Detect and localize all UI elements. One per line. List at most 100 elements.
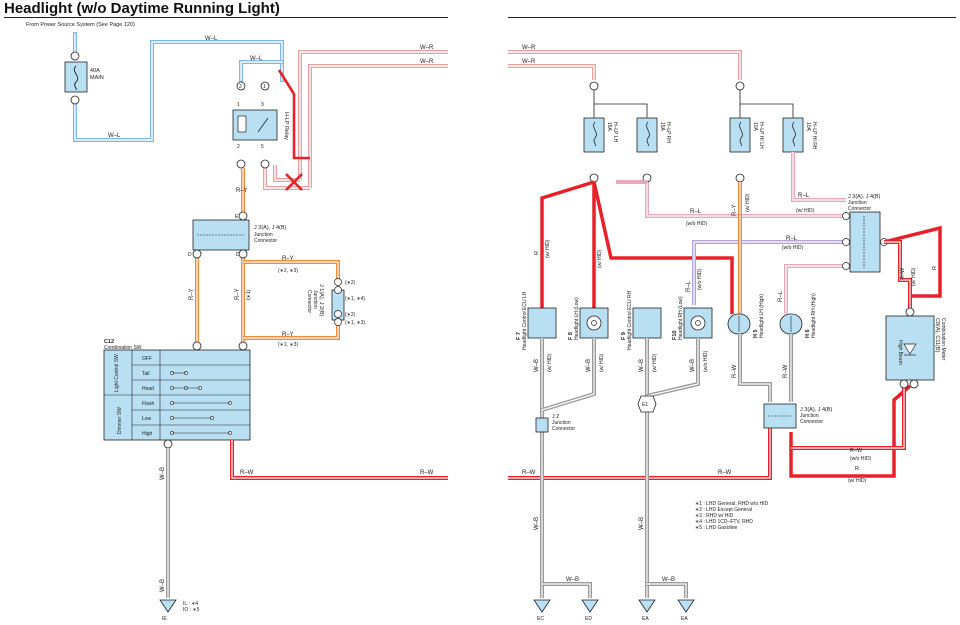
junction-connector-right-top <box>842 211 888 273</box>
wire-wr-right-top <box>508 50 742 80</box>
wire-wr-top <box>263 50 448 190</box>
comp-f10-name: Headlight RH (Low) <box>678 296 684 340</box>
wire-note-n2a: (∗2) <box>345 280 356 286</box>
wire-note-wohid-4: (w/o HID) <box>850 456 871 462</box>
ground-ie <box>159 599 177 613</box>
wire-label-rw-6: R–W <box>850 448 863 454</box>
fuse-right-2 <box>636 117 658 153</box>
wire-note-wohid-3: (w/o HID) <box>697 269 703 290</box>
wire-label-r-1: R <box>534 251 540 255</box>
junction-connector-right-mid <box>763 403 797 429</box>
main-fuse-name: MAIN <box>90 75 104 81</box>
title-underline-left <box>4 17 448 18</box>
wire-label-wl-top: W–L <box>205 36 218 42</box>
comp-h6-name: Headlight RH (High) <box>811 293 817 338</box>
jc-j2-id: J 2 <box>552 414 559 420</box>
red-cross-mark <box>285 173 303 191</box>
wire-note-n13: (∗1, ∗3) <box>278 342 298 348</box>
wire-label-rw-1: R–W <box>240 470 254 476</box>
wire-note-wohid-2: (w/o HID) <box>782 245 803 251</box>
jc-right-top-label1: Junction <box>848 200 867 206</box>
fuse-right-1 <box>583 117 605 153</box>
svg-text:5: 5 <box>261 144 264 150</box>
combo-group2: Dimmer SW <box>117 407 123 434</box>
component-f8 <box>579 307 609 339</box>
wire-label-rl-1: R–L <box>690 209 702 215</box>
svg-text:D: D <box>188 252 192 258</box>
wire-label-wb-5: W–B <box>639 359 645 372</box>
wire-label-rl-2: R–L <box>786 236 798 242</box>
wire-label-wb-8: W–B <box>639 517 645 530</box>
wire-note-n12: (∗2, ∗3) <box>278 268 298 274</box>
wire-note-whid-2: (w/ HID) <box>597 249 603 268</box>
jc-left-label2: Connector <box>254 238 277 244</box>
fuse-right-3-name: H–LP HI LH <box>758 122 764 149</box>
jc-mid-id: J 1(A), J 2(B) <box>318 284 324 317</box>
fuse-right-1-name: H–LP LH <box>612 122 618 143</box>
wire-note-whid-7: (w/ HID) <box>547 353 553 372</box>
combo-pos-4: Low <box>142 416 152 422</box>
wire-note-whid-4: (w/ HID) <box>796 208 815 214</box>
ground-ed <box>581 599 599 613</box>
wire-label-rw-2: R–W <box>420 470 434 476</box>
wire-note-n13b: (∗1, ∗3) <box>345 320 365 326</box>
jc-right-top-id: J 3(A), J 4(B) <box>848 194 881 200</box>
wire-note-whid-8: (w/ HID) <box>599 353 605 372</box>
jc-j2-label2: Connector <box>552 426 575 432</box>
ground-ec-label: EC <box>537 616 544 622</box>
wire-label-rl-3: R–L <box>798 193 810 199</box>
jc-mid-label2: Connector <box>306 290 312 313</box>
meter-name: Combination Meter <box>940 318 946 361</box>
combo-switch-name: Combination SW <box>104 345 142 351</box>
combo-pos-2: Head <box>142 386 154 392</box>
source-note: From Power Source System (See Page 120) <box>26 22 135 28</box>
main-fuse <box>64 51 88 105</box>
wire-wl-main <box>73 32 284 142</box>
comp-h5-name: Headlight LH (High) <box>759 294 765 338</box>
svg-text:E: E <box>235 214 239 220</box>
wire-label-ry-3: R–Y <box>282 332 294 338</box>
component-h6 <box>779 313 803 335</box>
combination-meter <box>885 307 935 389</box>
wire-note-whid-1: (w/ HID) <box>545 239 551 258</box>
wire-label-wb-4: W–B <box>586 359 592 372</box>
wire-note-n1: (∗1) <box>246 289 252 300</box>
wire-ry-left <box>195 168 340 346</box>
fuse-right-4-rating: 10A <box>805 122 811 132</box>
combo-pos-0: OFF <box>142 356 152 362</box>
wire-wb-right <box>540 334 793 598</box>
fuse-right-4 <box>782 117 804 153</box>
svg-text:1: 1 <box>263 84 266 90</box>
svg-text:D: D <box>236 252 240 258</box>
meter-label: High Beam <box>897 340 903 365</box>
wire-r-thick <box>540 180 942 478</box>
ground-note-1: IL : ∗4 <box>183 601 198 607</box>
ground-ea-2 <box>677 599 695 613</box>
combination-switch <box>103 341 251 449</box>
wire-note-n14: (∗1, ∗4) <box>345 296 365 302</box>
wire-label-rl-4: R–L <box>686 280 692 292</box>
jc-left-id: J 3(A), J 4(B) <box>254 225 287 231</box>
jc-right-mid-label2: Connector <box>800 419 823 425</box>
ground-ea-label: EA <box>642 616 649 622</box>
wire-label-rw-8: R–W <box>783 364 789 378</box>
wire-label-wr-3: W–R <box>522 45 536 51</box>
comp-f9-id: F 9 <box>621 332 627 340</box>
wire-label-wr-4: W–R <box>522 59 536 65</box>
comp-h5-id: H 5 <box>753 329 759 338</box>
combo-pos-3: Flash <box>142 401 154 407</box>
wire-label-ry-5: R–Y <box>235 288 241 300</box>
red-annotation-line <box>277 69 310 160</box>
ground-ed-label: ED <box>585 616 592 622</box>
connector-e1 <box>637 395 657 413</box>
legend-line-5: ∗5 : LHD Gasoline <box>695 525 737 531</box>
wire-label-wb-10: W–B <box>662 577 675 583</box>
svg-text:1: 1 <box>237 102 240 108</box>
legend-line-4: ∗4 : LHD 1CD–FTV, RHD <box>695 519 753 525</box>
fuse-out-connectors <box>589 173 745 183</box>
combo-group1: Light Control SW <box>114 354 120 392</box>
wire-label-ry-6: R–Y <box>732 204 738 216</box>
ground-ie-label: IE <box>162 616 167 622</box>
wire-note-wohid-5: (w/o HID) <box>703 351 709 372</box>
